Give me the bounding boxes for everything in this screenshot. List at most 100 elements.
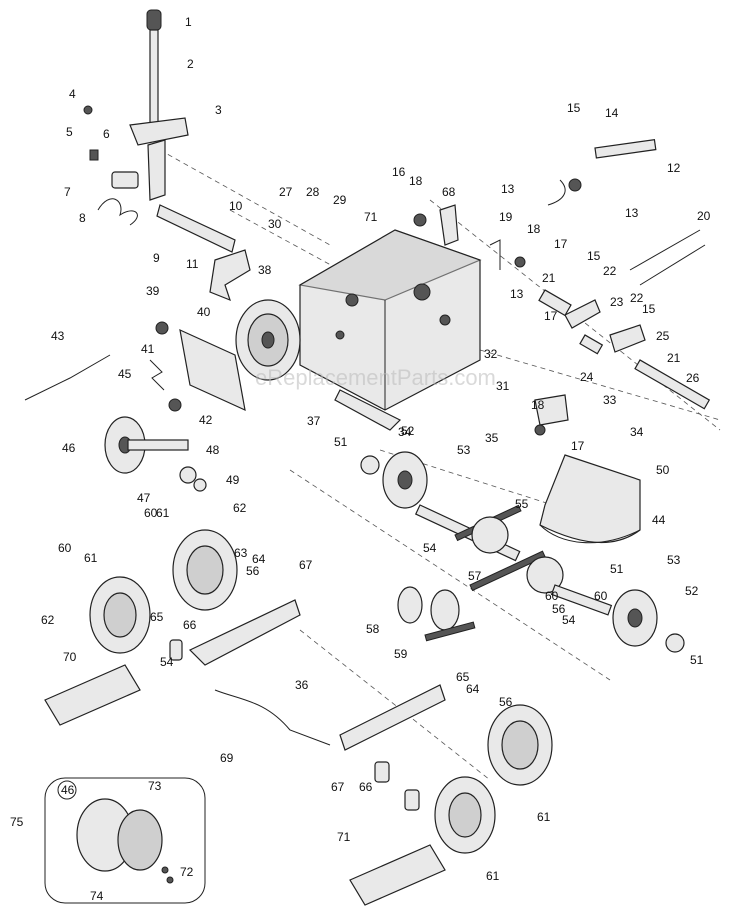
callout-label: 2 (187, 57, 194, 71)
callout-label: 13 (510, 287, 524, 301)
callout-label: 5 (66, 125, 73, 139)
callout-label: 60 (58, 541, 72, 555)
callout-label: 65 (150, 610, 164, 624)
callout-label: 42 (199, 413, 213, 427)
bearing-housing-right (550, 584, 685, 653)
callout-label: 17 (554, 237, 568, 251)
callout-label: 38 (258, 263, 272, 277)
callout-label: 60 (545, 589, 559, 603)
callout-label: 15 (642, 302, 656, 316)
callout-label: 7 (64, 185, 71, 199)
callout-label: 45 (118, 367, 132, 381)
callout-label: 15 (587, 249, 601, 263)
callout-label: 51 (610, 562, 624, 576)
callout-label: 62 (233, 501, 247, 515)
callout-label: 25 (656, 329, 670, 343)
callout-label: 56 (499, 695, 513, 709)
callout-label: 18 (531, 398, 545, 412)
callout-label: 39 (146, 284, 160, 298)
callout-label: 68 (442, 185, 456, 199)
callout-label: 56 (246, 564, 260, 578)
callout-label: 15 (567, 101, 581, 115)
callout-label: 55 (515, 497, 529, 511)
inset-label: 72 (180, 865, 194, 879)
callout-label: 64 (466, 682, 480, 696)
callout-label: 71 (337, 830, 351, 844)
callout-label: 14 (605, 106, 619, 120)
callout-label: 44 (652, 513, 666, 527)
callout-label: 67 (299, 558, 313, 572)
callout-label: 50 (656, 463, 670, 477)
callout-label: 26 (686, 371, 700, 385)
callout-label: 61 (486, 869, 500, 883)
callout-label: 52 (401, 424, 415, 438)
inset-callout-label: 46 (61, 783, 75, 797)
inset-callout-circle (57, 780, 77, 800)
callout-label: 59 (394, 647, 408, 661)
callout-label: 12 (667, 161, 681, 175)
callout-label: 70 (63, 650, 77, 664)
callout-label: 66 (183, 618, 197, 632)
callout-label: 51 (334, 435, 348, 449)
callout-label: 48 (206, 443, 220, 457)
callout-label: 34 (398, 425, 412, 439)
callout-label: 37 (307, 414, 321, 428)
callout-label: 53 (667, 553, 681, 567)
callout-label: 21 (542, 271, 556, 285)
rubber-track (44, 664, 446, 906)
callout-label: 49 (226, 473, 240, 487)
callout-label: 67 (331, 780, 345, 794)
friction-wheel (235, 299, 301, 381)
callout-label: 22 (630, 291, 644, 305)
hub-detail-inset (44, 777, 206, 904)
callout-label: 19 (499, 210, 513, 224)
callout-label: 18 (409, 174, 423, 188)
callout-label: 51 (690, 653, 704, 667)
callout-label: 54 (160, 655, 174, 669)
callout-label: 61 (84, 551, 98, 565)
callout-label: 63 (234, 546, 248, 560)
callout-label: 28 (306, 185, 320, 199)
callout-label: 47 (137, 491, 151, 505)
callout-label: 27 (279, 185, 293, 199)
callout-label: 23 (610, 295, 624, 309)
callout-label: 54 (562, 613, 576, 627)
callout-label: 17 (571, 439, 585, 453)
track-wheels (89, 529, 553, 854)
callout-label: 60 (594, 589, 608, 603)
callout-label: 24 (580, 370, 594, 384)
callout-label: 11 (186, 257, 199, 271)
inset-label: 73 (148, 779, 162, 793)
drive-chain-sprockets (397, 504, 564, 642)
callout-label: 29 (333, 193, 347, 207)
callout-label: 22 (603, 264, 617, 278)
callout-label: 30 (268, 217, 282, 231)
callout-label: 32 (484, 347, 498, 361)
wheel-hub-axle (104, 416, 207, 492)
callout-label: 41 (141, 342, 155, 356)
friction-plate (149, 321, 246, 412)
control-linkage-right (413, 138, 711, 436)
callout-label: 21 (667, 351, 681, 365)
callout-label: 33 (603, 393, 617, 407)
callout-label: 18 (527, 222, 541, 236)
callout-label: 52 (685, 584, 699, 598)
callout-label: 1 (185, 15, 192, 29)
drive-cable (24, 354, 111, 401)
callout-label: 60 (144, 506, 158, 520)
callout-label: 64 (252, 552, 266, 566)
callout-label: 16 (392, 165, 406, 179)
chain-cover (539, 454, 641, 544)
callout-label: 4 (69, 87, 76, 101)
callout-label: 56 (552, 602, 566, 616)
transmission-housing (298, 229, 482, 431)
callout-label: 10 (229, 199, 243, 213)
callout-label: 58 (366, 622, 380, 636)
callout-label: 8 (79, 211, 86, 225)
callout-label: 3 (215, 103, 222, 117)
callout-label: 17 (544, 309, 558, 323)
callout-label: 69 (220, 751, 234, 765)
callout-label: 43 (51, 329, 65, 343)
callout-label: 65 (456, 670, 470, 684)
